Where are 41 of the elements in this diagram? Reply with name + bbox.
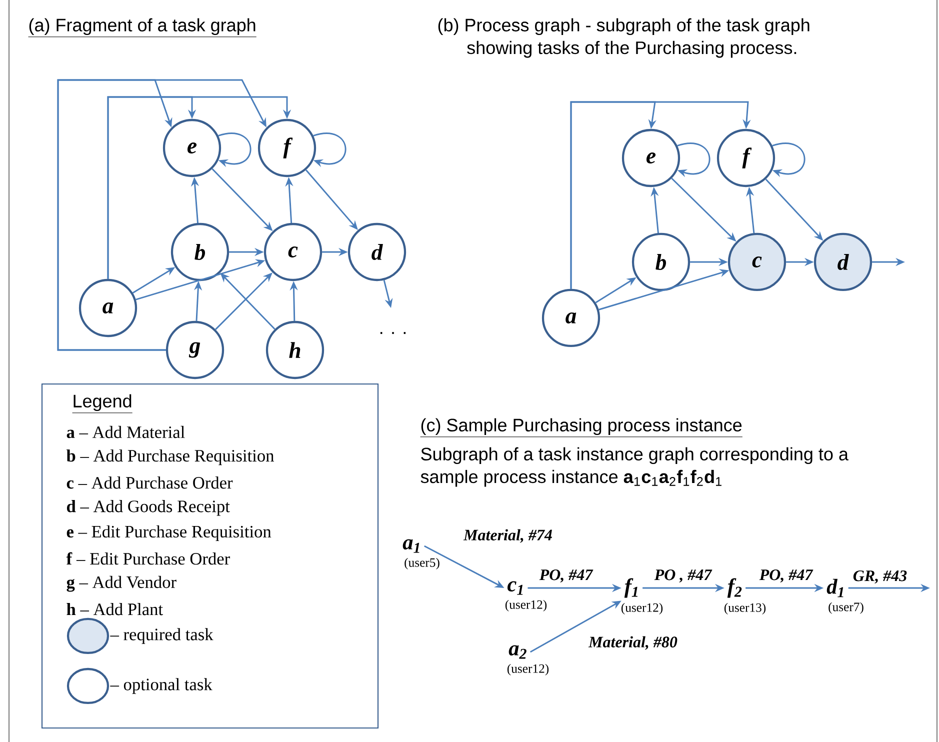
description-text: Subgraph of a task instance graph corresponding to a sample process instance a$_{1}$c$_{1}$a$_{2}$f$_{1}$f$_{2}$d$_{1}$ — [420, 447, 848, 487]
panel-title: (b) Process graph - subgraph of the task graph showing tasks of the Purchasing process. — [438, 18, 810, 58]
legend-entry: c – Add Purchase Order — [66, 476, 233, 489]
task-instance: a$_{1}$ — [402, 539, 420, 553]
panel-title: (c) Sample Purchasing process instance — [420, 418, 743, 438]
legend-title: Legend — [72, 394, 133, 414]
arrow — [677, 142, 710, 178]
task-instance: a$_{2}$ — [508, 645, 526, 659]
legend-entry: f – Edit Purchase Order — [66, 552, 230, 565]
ellipsis: . . . — [380, 332, 406, 334]
task-instance: d$_{1}$ — [826, 578, 844, 598]
legend-text: – optional task — [110, 678, 212, 694]
arrow — [772, 142, 806, 178]
edge-label: Material, #74 — [463, 529, 552, 543]
legend-text: – required task — [110, 628, 214, 644]
edge-label: Material, #80 — [588, 636, 678, 650]
edge-label: PO, #47 — [759, 569, 814, 583]
edge-label: PO, #47 — [539, 569, 594, 583]
task-instance: c$_{1}$ — [508, 581, 523, 595]
arrow — [218, 132, 252, 168]
legend-entry: d – Add Goods Receipt — [66, 500, 230, 516]
edge-label: PO , #47 — [654, 569, 712, 583]
arrow — [57, 79, 266, 351]
arrow — [107, 96, 292, 279]
user-label: (user12) — [505, 600, 547, 612]
user-label: (user12) — [621, 602, 663, 614]
legend-entry: a – Add Material — [66, 426, 185, 438]
legend-entry: e – Edit Purchase Requisition — [66, 525, 272, 542]
user-label: (user7) — [828, 602, 864, 614]
user-label: (user5) — [404, 558, 440, 570]
user-label: (user12) — [507, 664, 549, 676]
legend-entry: g – Add Vendor — [66, 576, 176, 592]
legend-entry: h – Add Plant — [66, 603, 163, 616]
edge-label: GR, #43 — [853, 570, 907, 584]
legend-entry: b – Add Purchase Requisition — [66, 449, 274, 466]
task-instance: f$_{1}$ — [624, 578, 638, 598]
user-label: (user13) — [724, 602, 766, 614]
arrow — [313, 132, 346, 168]
task-instance: f$_{2}$ — [727, 578, 742, 598]
arrow — [570, 101, 751, 289]
panel-title: (a) Fragment of a task graph — [28, 18, 257, 38]
